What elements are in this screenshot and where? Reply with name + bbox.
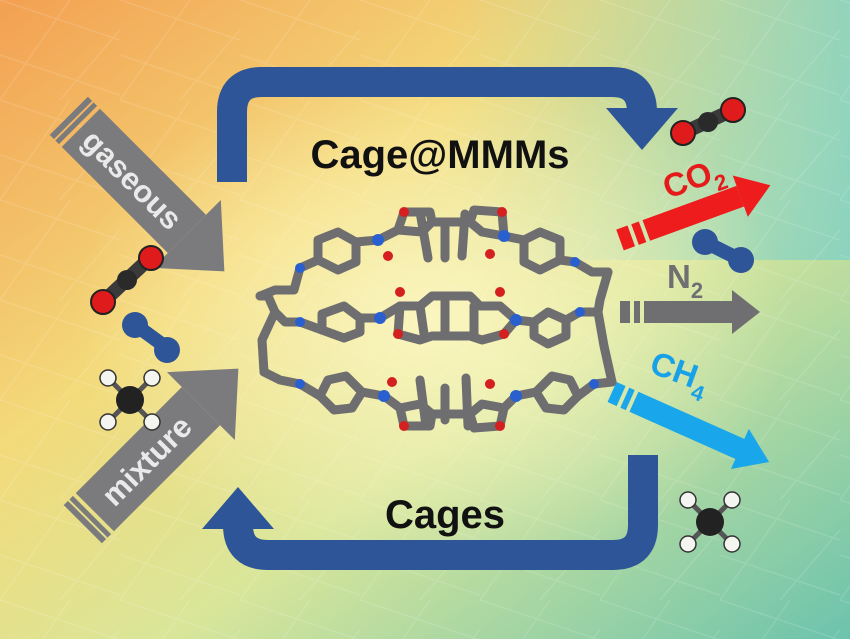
cycle-arrow-top-head bbox=[606, 108, 678, 150]
ch4-output-icon bbox=[679, 491, 741, 553]
output-label-n2-base: N bbox=[667, 258, 691, 295]
ch4-icon bbox=[99, 369, 161, 431]
title-top: Cage@MMMs bbox=[310, 133, 569, 177]
output-arrow-co2 bbox=[616, 175, 771, 251]
n2-output-icon bbox=[692, 229, 754, 273]
output-label-n2-sub: 2 bbox=[691, 278, 703, 303]
n2-icon bbox=[122, 312, 180, 363]
output-arrow-ch4 bbox=[607, 381, 770, 470]
title-bottom: Cages bbox=[385, 493, 505, 537]
cycle-arrow-bottom-head bbox=[202, 487, 274, 529]
background-center-glow bbox=[70, 60, 790, 580]
cycle-arrow-bottom bbox=[223, 455, 658, 570]
cage-heteroatoms bbox=[295, 207, 599, 431]
co2-icon bbox=[90, 245, 164, 315]
co2-output-icon bbox=[670, 97, 746, 146]
output-label-n2: N2 bbox=[667, 258, 703, 303]
output-arrow-n2 bbox=[620, 290, 760, 334]
cycle-arrow-top bbox=[217, 67, 657, 182]
